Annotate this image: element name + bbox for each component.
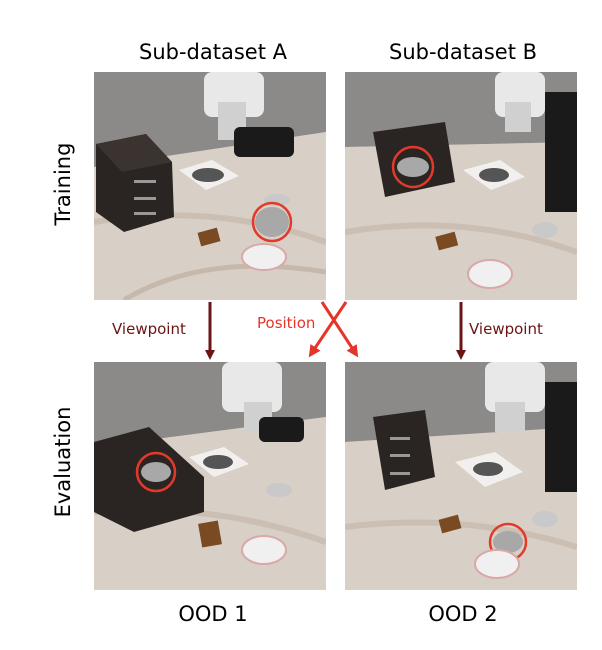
position-arrow-to-a bbox=[308, 301, 348, 358]
panel-training-b bbox=[345, 72, 577, 300]
row-title-training: Training bbox=[51, 142, 75, 226]
panel-training-a bbox=[94, 72, 326, 300]
position-arrow-to-b bbox=[320, 301, 359, 358]
column-title-b: Sub-dataset B bbox=[388, 40, 538, 64]
viewpoint-label-left: Viewpoint bbox=[112, 320, 186, 338]
row-title-evaluation: Evaluation bbox=[51, 406, 75, 518]
panel-evaluation-b bbox=[345, 362, 577, 590]
column-title-a: Sub-dataset A bbox=[139, 40, 287, 64]
panel-evaluation-a bbox=[94, 362, 326, 590]
bottom-title-ood2: OOD 2 bbox=[428, 602, 498, 626]
viewpoint-label-right: Viewpoint bbox=[469, 320, 543, 338]
position-label: Position bbox=[257, 314, 316, 332]
bottom-title-ood1: OOD 1 bbox=[178, 602, 248, 626]
